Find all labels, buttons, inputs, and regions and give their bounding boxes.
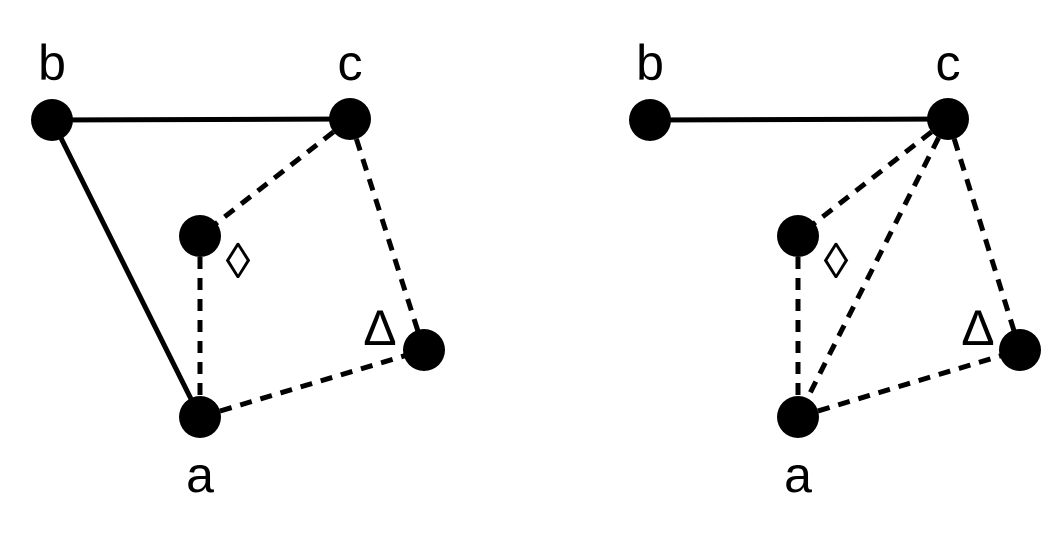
left-label-b: b <box>38 35 66 91</box>
left-label-c: c <box>338 35 363 91</box>
right-node-b <box>629 99 671 141</box>
right-graph: a b c ◊ Δ <box>629 35 1041 503</box>
left-edge-a-delta <box>199 347 425 420</box>
right-node-diamond <box>777 215 819 257</box>
left-edge-b-c <box>49 116 353 123</box>
right-edge-c-a <box>795 117 951 419</box>
right-label-c: c <box>936 35 961 91</box>
left-node-a <box>179 396 221 438</box>
left-label-delta: Δ <box>363 300 396 356</box>
right-label-b: b <box>636 35 664 91</box>
left-label-diamond: ◊ <box>226 233 251 289</box>
left-edge-b-a <box>49 117 203 420</box>
right-edge-c-diamond <box>796 117 950 238</box>
right-edge-a-delta <box>797 347 1021 420</box>
right-edge-b-c <box>647 116 951 123</box>
left-label-a: a <box>186 447 214 503</box>
right-node-a <box>777 396 819 438</box>
right-node-delta <box>999 329 1041 371</box>
right-node-c <box>927 98 969 140</box>
left-graph: a b c ◊ Δ <box>31 35 445 503</box>
right-label-diamond: ◊ <box>824 233 849 289</box>
left-node-delta <box>403 329 445 371</box>
left-node-c <box>329 98 371 140</box>
left-node-b <box>31 99 73 141</box>
left-edge-c-diamond <box>198 117 352 238</box>
right-label-delta: Δ <box>961 300 994 356</box>
right-label-a: a <box>784 447 812 503</box>
left-node-diamond <box>179 215 221 257</box>
